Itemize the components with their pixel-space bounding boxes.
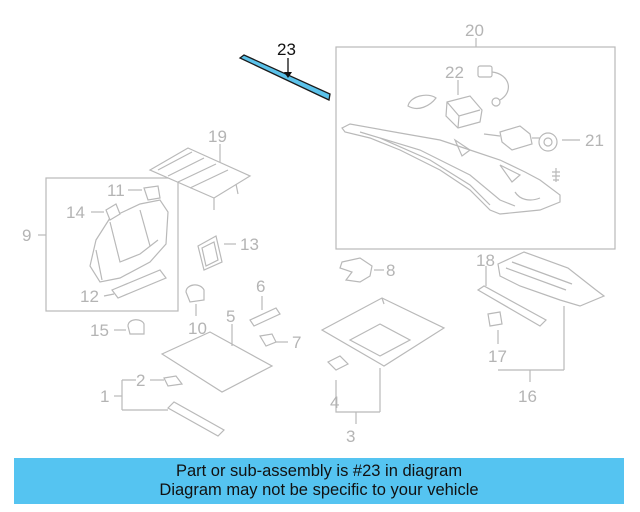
part-17	[487, 311, 503, 327]
label-6: 6	[256, 277, 265, 296]
label-13: 13	[240, 235, 259, 254]
part-15	[127, 319, 145, 335]
label-10: 10	[188, 319, 207, 338]
label-4: 4	[330, 393, 339, 412]
part-2	[163, 375, 184, 387]
label-1: 1	[100, 387, 109, 406]
label-9: 9	[22, 226, 31, 245]
part-6	[249, 307, 281, 327]
part-5-floor-panel: 5	[160, 307, 274, 393]
label-18: 18	[476, 251, 495, 270]
banner-line-2: Diagram may not be specific to your vehi…	[159, 481, 479, 499]
label-11: 11	[107, 181, 125, 200]
part-19-package-tray: 19	[148, 127, 252, 210]
part-11	[143, 185, 161, 201]
label-12: 12	[80, 287, 99, 306]
label-5: 5	[226, 307, 235, 326]
side-trim-panel	[89, 199, 169, 283]
label-8: 8	[386, 261, 395, 280]
part-8	[339, 257, 373, 283]
wire-connector	[477, 65, 509, 107]
label-3: 3	[346, 427, 355, 446]
banner-line-1: Part or sub-assembly is #23 in diagram	[175, 462, 463, 480]
part-22-module: 22	[445, 63, 483, 129]
group-9-frame	[45, 177, 179, 312]
trunk-lid-trim-panel	[341, 123, 561, 215]
label-17: 17	[488, 347, 507, 366]
label-22: 22	[445, 63, 464, 82]
label-7: 7	[292, 333, 301, 352]
part-1-sill-plate	[167, 401, 225, 437]
part-4	[326, 355, 350, 371]
label-23: 23	[277, 40, 296, 59]
info-banner: Part or sub-assembly is #23 in diagram D…	[14, 458, 624, 504]
label-14: 14	[66, 203, 85, 222]
gasket	[407, 94, 437, 110]
label-19: 19	[208, 127, 227, 146]
part-12-panel	[111, 269, 167, 299]
part-13	[197, 235, 223, 271]
label-21: 21	[585, 131, 604, 150]
label-15: 15	[90, 321, 109, 340]
label-2: 2	[136, 371, 145, 390]
label-16: 16	[518, 387, 537, 406]
label-20: 20	[465, 21, 484, 40]
part-7	[259, 333, 277, 347]
part-10	[185, 284, 205, 303]
part-3-trunk-floor: 3	[320, 297, 446, 446]
part-14	[105, 203, 121, 221]
group-20-frame	[335, 46, 616, 250]
part-23-weatherstrip-highlight: 23	[238, 40, 331, 101]
part-21-actuator: 21	[483, 125, 604, 182]
part-18-rear-trim: 18	[476, 251, 606, 327]
